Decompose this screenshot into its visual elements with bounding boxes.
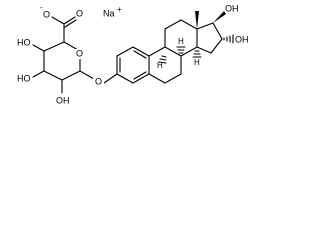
bond-c6-o-double-a [63,16,76,25]
bond-c6-o-minus [51,16,65,25]
carboxylate-minus-sign: - [40,3,43,12]
bond-a-c4-c3 [116,73,134,84]
steroid-oh-16: OH [235,34,249,44]
bond-c6-o-double-b [64,19,77,28]
bond-ether-o-c3 [103,73,118,84]
carboxylate-o-double: O [76,8,83,18]
bond-c-c14-c8 [180,46,198,57]
bond-c3-c2 [43,70,63,81]
sugar-ho-lower: HO [17,73,31,83]
steroid-h-14: H [194,58,200,67]
chemical-structure-diagram: O - O Na + O HO HO OH O OH OH H H H [17,3,249,105]
bond-a-double-2 [133,50,147,59]
bond-a-c5-c4 [132,73,150,84]
bond-c1-ether-o [79,70,95,80]
sugar-ho-upper: HO [17,37,31,47]
bond-ring-o-c5 [63,41,79,51]
carboxylate-o-minus: O [43,9,50,19]
bond-b-c9-c10 [148,46,166,57]
bond-c4-oh [32,44,45,52]
steroid-h-9: H [157,61,163,70]
steroid-h-8: H [178,37,184,46]
sugar-oh-bottom: OH [56,95,70,105]
glucuronide-ring [32,16,95,94]
bond-a-c2-c1 [116,46,134,57]
bond-c2-c1 [61,70,81,81]
bond-d-c15-c14 [196,46,212,54]
bond-c-c11-c12 [164,19,182,30]
h-9-hash [158,55,167,64]
sodium-label: Na [103,8,115,18]
bond-b-c8-c9 [164,46,182,57]
h-14-hash [192,50,202,58]
bond-b-c5-c6 [148,73,166,84]
oh-16-hash [223,34,234,44]
sugar-ring-o: O [76,48,83,58]
ring-d [195,11,234,54]
ether-o: O [95,76,102,86]
bond-d-c16-c15 [210,38,223,54]
ring-b [148,46,182,84]
sodium-charge: + [117,5,122,14]
bond-b-c6-c7 [164,73,182,84]
bond-d-c17-c16 [212,22,223,40]
aromatic-ring [103,46,150,84]
bond-c-c12-c13 [180,19,198,30]
h-8-hash [176,46,186,54]
bond-a-double-3 [133,71,147,80]
bond-c5-c4 [43,41,65,52]
oh-17-wedge [213,11,226,23]
bond-d-c13-c17 [196,22,214,30]
steroid-oh-17: OH [225,3,239,13]
ring-c [164,19,198,57]
methyl-wedge [195,11,199,29]
bond-c3-oh [32,70,45,78]
bond-a-c1-c10 [132,46,150,57]
